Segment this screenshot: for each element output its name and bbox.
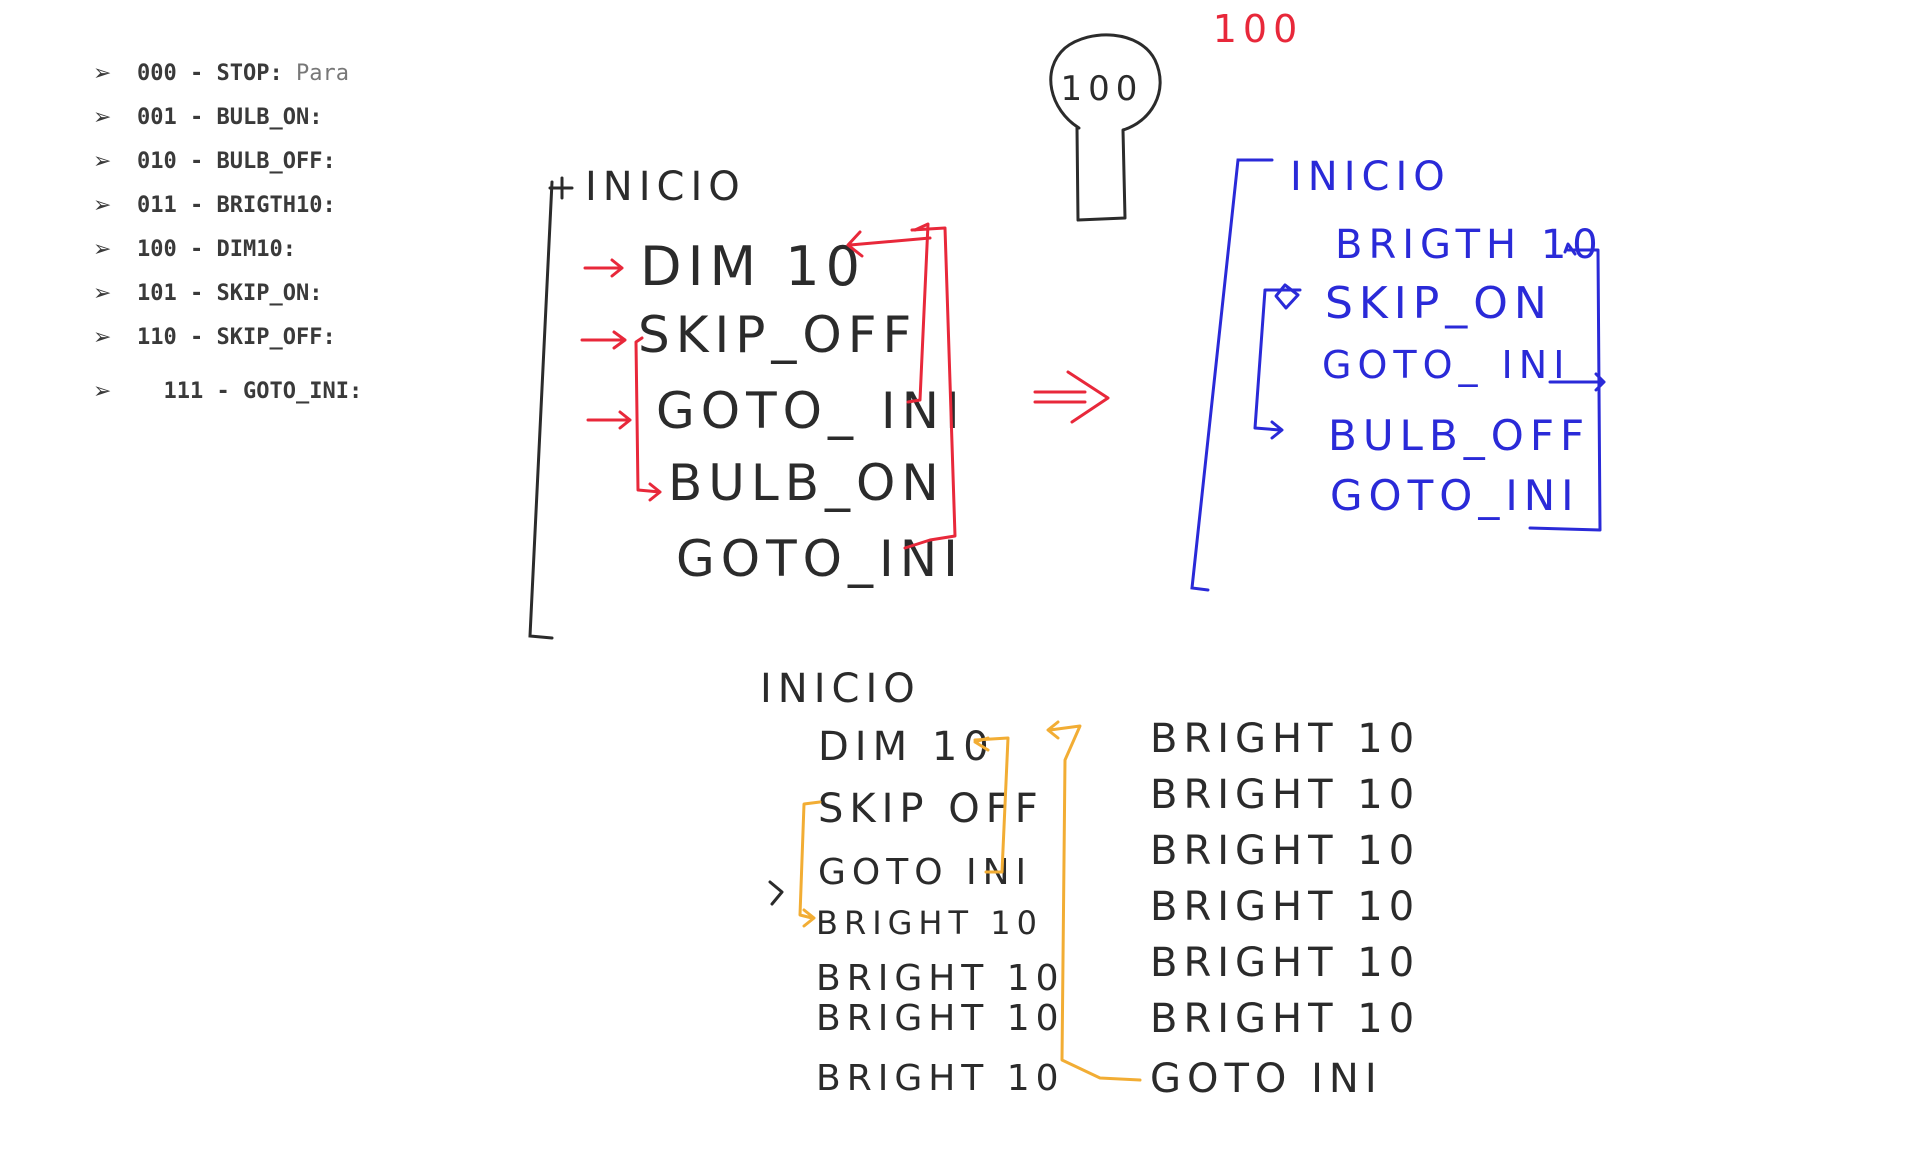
arrow-bullet-icon: ➢ [92,379,112,404]
opcode-code: 001 [136,105,177,130]
opcode-item-brigth10: ➢011 - BRIGTH10: [92,193,336,218]
bulb-top-value: 100 [1213,7,1304,51]
program-line: BRIGHT 10 [1150,772,1420,818]
opcode-code: 111 [163,379,204,404]
opcode-name: SKIP_ON: [216,281,323,306]
program-bracket [1190,158,1274,592]
loop-bracket-inner [906,222,930,404]
arrow-bullet-icon: ➢ [92,61,112,86]
skip-bracket [634,336,662,502]
opcode-code: 000 [136,61,177,86]
opcode-desc: Para [295,61,349,86]
program-line: GOTO_ INI [1322,343,1570,387]
opcode-item-bulb-on: ➢001 - BULB_ON: [92,105,323,130]
arrow-bullet-icon: ➢ [92,105,112,130]
program-line: BRIGHT 10 [816,1058,1065,1099]
program-line: BRIGHT 10 [816,904,1043,942]
program-line: GOTO_INI [1330,471,1580,520]
program-line: BULB_ON [668,454,945,512]
loop-bracket [903,226,957,550]
program-red: INICIO DIM 10 SKIP_OFF GOTO_ INI BULB_ON… [528,164,1110,640]
program-line: BRIGHT 10 [816,998,1065,1039]
opcode-name: BULB_ON: [216,105,323,130]
opcode-code: 011 [136,193,177,218]
loop-bracket [973,736,1010,874]
arrow-right-icon [580,330,627,350]
opcode-name: STOP: [216,61,283,86]
loop-arrow-icon [973,736,990,752]
program-line: BRIGHT 10 [816,958,1065,999]
program-start-label: INICIO [585,164,746,210]
opcode-name: BULB_OFF: [216,149,336,174]
opcode-item-bulb-off: ➢010 - BULB_OFF: [92,149,336,174]
program-line: GOTO_INI [676,530,964,588]
arrow-right-icon [583,258,624,278]
program-line: BRIGHT 10 [1150,940,1420,986]
arrow-bullet-icon: ➢ [92,281,112,306]
program-line: DIM 10 [640,235,866,298]
program-start-label: INICIO [760,666,921,712]
program-orange: INICIO DIM 10 SKIP OFF GOTO INI BRIGHT 1… [760,666,1420,1102]
opcode-code: 110 [136,325,177,350]
opcode-code: 010 [136,149,177,174]
opcode-name: DIM10: [216,237,296,262]
opcode-item-stop: ➢000 - STOP: Para [92,61,349,86]
arrow-right-icon [586,410,632,430]
skip-bracket [798,800,822,928]
program-bracket [528,180,554,640]
program-blue: INICIO BRIGTH 10 SKIP_ON GOTO_ INI BULB_… [1190,154,1606,592]
double-arrow-icon [1033,370,1110,424]
opcode-item-skip-off: ➢110 - SKIP_OFF: [92,325,336,350]
program-line: SKIP OFF [818,786,1044,832]
program-line: SKIP_ON [1325,278,1553,329]
loop-arrow-icon [846,230,932,258]
program-start-label: INICIO [1290,154,1451,200]
opcode-code: 101 [136,281,177,306]
loop-bracket [1528,242,1602,532]
arrow-bullet-icon: ➢ [92,149,112,174]
pointer-chevron-icon [768,880,784,906]
plus-icon [548,176,574,200]
opcode-name: GOTO_INI: [242,379,363,404]
arrow-bullet-icon: ➢ [92,237,112,262]
program-line: BULB_OFF [1328,411,1590,460]
opcode-code: 100 [136,237,177,262]
skip-bracket [1253,288,1302,440]
opcode-item-dim10: ➢100 - DIM10: [92,237,296,262]
program-line: SKIP_OFF [638,306,917,364]
diamond-icon [1274,283,1300,310]
program-line: GOTO INI [1150,1056,1383,1102]
opcode-name: SKIP_OFF: [216,325,336,350]
program-line: BRIGTH 10 [1335,222,1604,268]
program-line: GOTO_ INI [656,382,966,440]
program-line: BRIGHT 10 [1150,884,1420,930]
opcode-item-goto-ini: ➢ 111 - GOTO_INI: [92,379,363,404]
program-line: BRIGHT 10 [1150,828,1420,874]
program-line: DIM 10 [818,724,995,770]
program-line: BRIGHT 10 [1150,716,1420,762]
bulb-value: 100 [1061,69,1144,109]
arrow-bullet-icon: ➢ [92,325,112,350]
lightbulb-icon [1049,33,1162,222]
program-line: BRIGHT 10 [1150,996,1420,1042]
opcode-item-skip-on: ➢101 - SKIP_ON: [92,281,323,306]
arrow-bullet-icon: ➢ [92,193,112,218]
opcode-name: BRIGTH10: [216,193,336,218]
arrow-right-icon [1548,372,1606,392]
outer-loop-bracket [1046,720,1142,1082]
